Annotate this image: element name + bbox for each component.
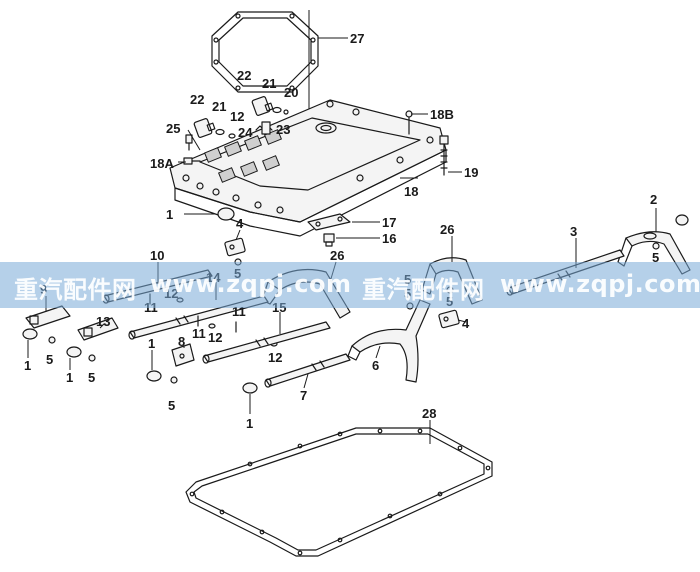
- callout-1-left-b: 1: [66, 370, 73, 385]
- rod-15: [202, 321, 331, 364]
- callout-24: 24: [238, 125, 253, 140]
- callout-4-upper: 4: [236, 216, 244, 231]
- ball-5-left-b: [88, 354, 96, 362]
- cap-1-left-a: [22, 328, 38, 340]
- ball-20: [283, 109, 289, 115]
- callout-10: 10: [150, 248, 164, 263]
- ball-5-lower: [170, 376, 178, 384]
- watermark-text-3: 重汽配件网: [362, 276, 485, 304]
- screw-25: [185, 134, 193, 151]
- block-4-upper: [224, 237, 246, 257]
- callout-2: 2: [650, 192, 657, 207]
- block-4-right: [438, 309, 460, 329]
- callout-1-lower-a: 1: [148, 336, 155, 351]
- callout-4-right: 4: [462, 316, 470, 331]
- callout-1-lower-b: 1: [246, 416, 253, 431]
- cap-1-lower-a: [146, 370, 162, 382]
- ring-12-upper: [228, 133, 236, 139]
- callout-18b: 18B: [430, 107, 454, 122]
- callout-25: 25: [166, 121, 180, 136]
- callout-11-b: 11: [192, 326, 206, 341]
- callout-16: 16: [382, 231, 396, 246]
- ball-5-left-a: [48, 336, 56, 344]
- callout-5-lower: 5: [168, 398, 175, 413]
- cap-1-upper: [217, 207, 235, 221]
- callout-1-left-a: 1: [24, 358, 31, 373]
- callout-1-upper: 1: [166, 207, 173, 222]
- gasket-27: [211, 11, 319, 93]
- callout-19: 19: [464, 165, 478, 180]
- callout-22-lower: 22: [190, 92, 204, 107]
- callout-21-lower: 21: [212, 99, 226, 114]
- stud-19: [439, 135, 449, 176]
- o-ring-21-lower: [215, 128, 225, 136]
- watermark-text-4: www.zqpj.com: [500, 270, 700, 298]
- block-13: [77, 317, 119, 341]
- ball-5-right: [652, 242, 660, 250]
- callout-17: 17: [382, 215, 396, 230]
- plug-23: [261, 121, 271, 135]
- callout-3: 3: [570, 224, 577, 239]
- sensor-22-upper: [251, 96, 274, 116]
- rod-7: [264, 353, 351, 388]
- shift-housing-18: [169, 99, 447, 237]
- callout-5-right: 5: [652, 250, 659, 265]
- o-ring-21-upper: [272, 106, 282, 114]
- watermark-text-2: www.zqpj.com: [150, 270, 352, 298]
- fork-6: [347, 299, 431, 383]
- block-9: [25, 305, 71, 329]
- gasket-28: [185, 427, 493, 557]
- callout-21-upper: 21: [262, 76, 276, 91]
- callout-5-left-a: 5: [46, 352, 53, 367]
- cap-1-right: [675, 214, 689, 226]
- callout-22-upper: 22: [237, 68, 251, 83]
- bolt-18a: [183, 157, 201, 165]
- callout-20: 20: [284, 85, 298, 100]
- callout-18a: 18A: [150, 156, 174, 171]
- callout-23: 23: [276, 122, 290, 137]
- cap-1-left-b: [66, 346, 82, 358]
- callout-8: 8: [178, 334, 185, 349]
- ring-12-c: [208, 323, 216, 329]
- callout-26-left: 26: [330, 248, 344, 263]
- sensor-22-lower: [193, 118, 216, 138]
- callout-7: 7: [300, 388, 307, 403]
- plug-16: [323, 233, 335, 247]
- callout-12-c: 12: [208, 330, 222, 345]
- callout-27: 27: [350, 31, 364, 46]
- callout-13: 13: [96, 314, 110, 329]
- watermark-band: [0, 262, 700, 308]
- callout-18: 18: [404, 184, 418, 199]
- callout-12-upper: 12: [230, 109, 244, 124]
- callout-5-left-b: 5: [88, 370, 95, 385]
- callout-6: 6: [372, 358, 379, 373]
- cap-1-lower-b: [242, 382, 258, 394]
- plate-17: [307, 213, 351, 231]
- watermark-text-1: 重汽配件网: [14, 276, 137, 304]
- callout-12-d: 12: [268, 350, 282, 365]
- callout-28: 28: [422, 406, 436, 421]
- callout-26-right: 26: [440, 222, 454, 237]
